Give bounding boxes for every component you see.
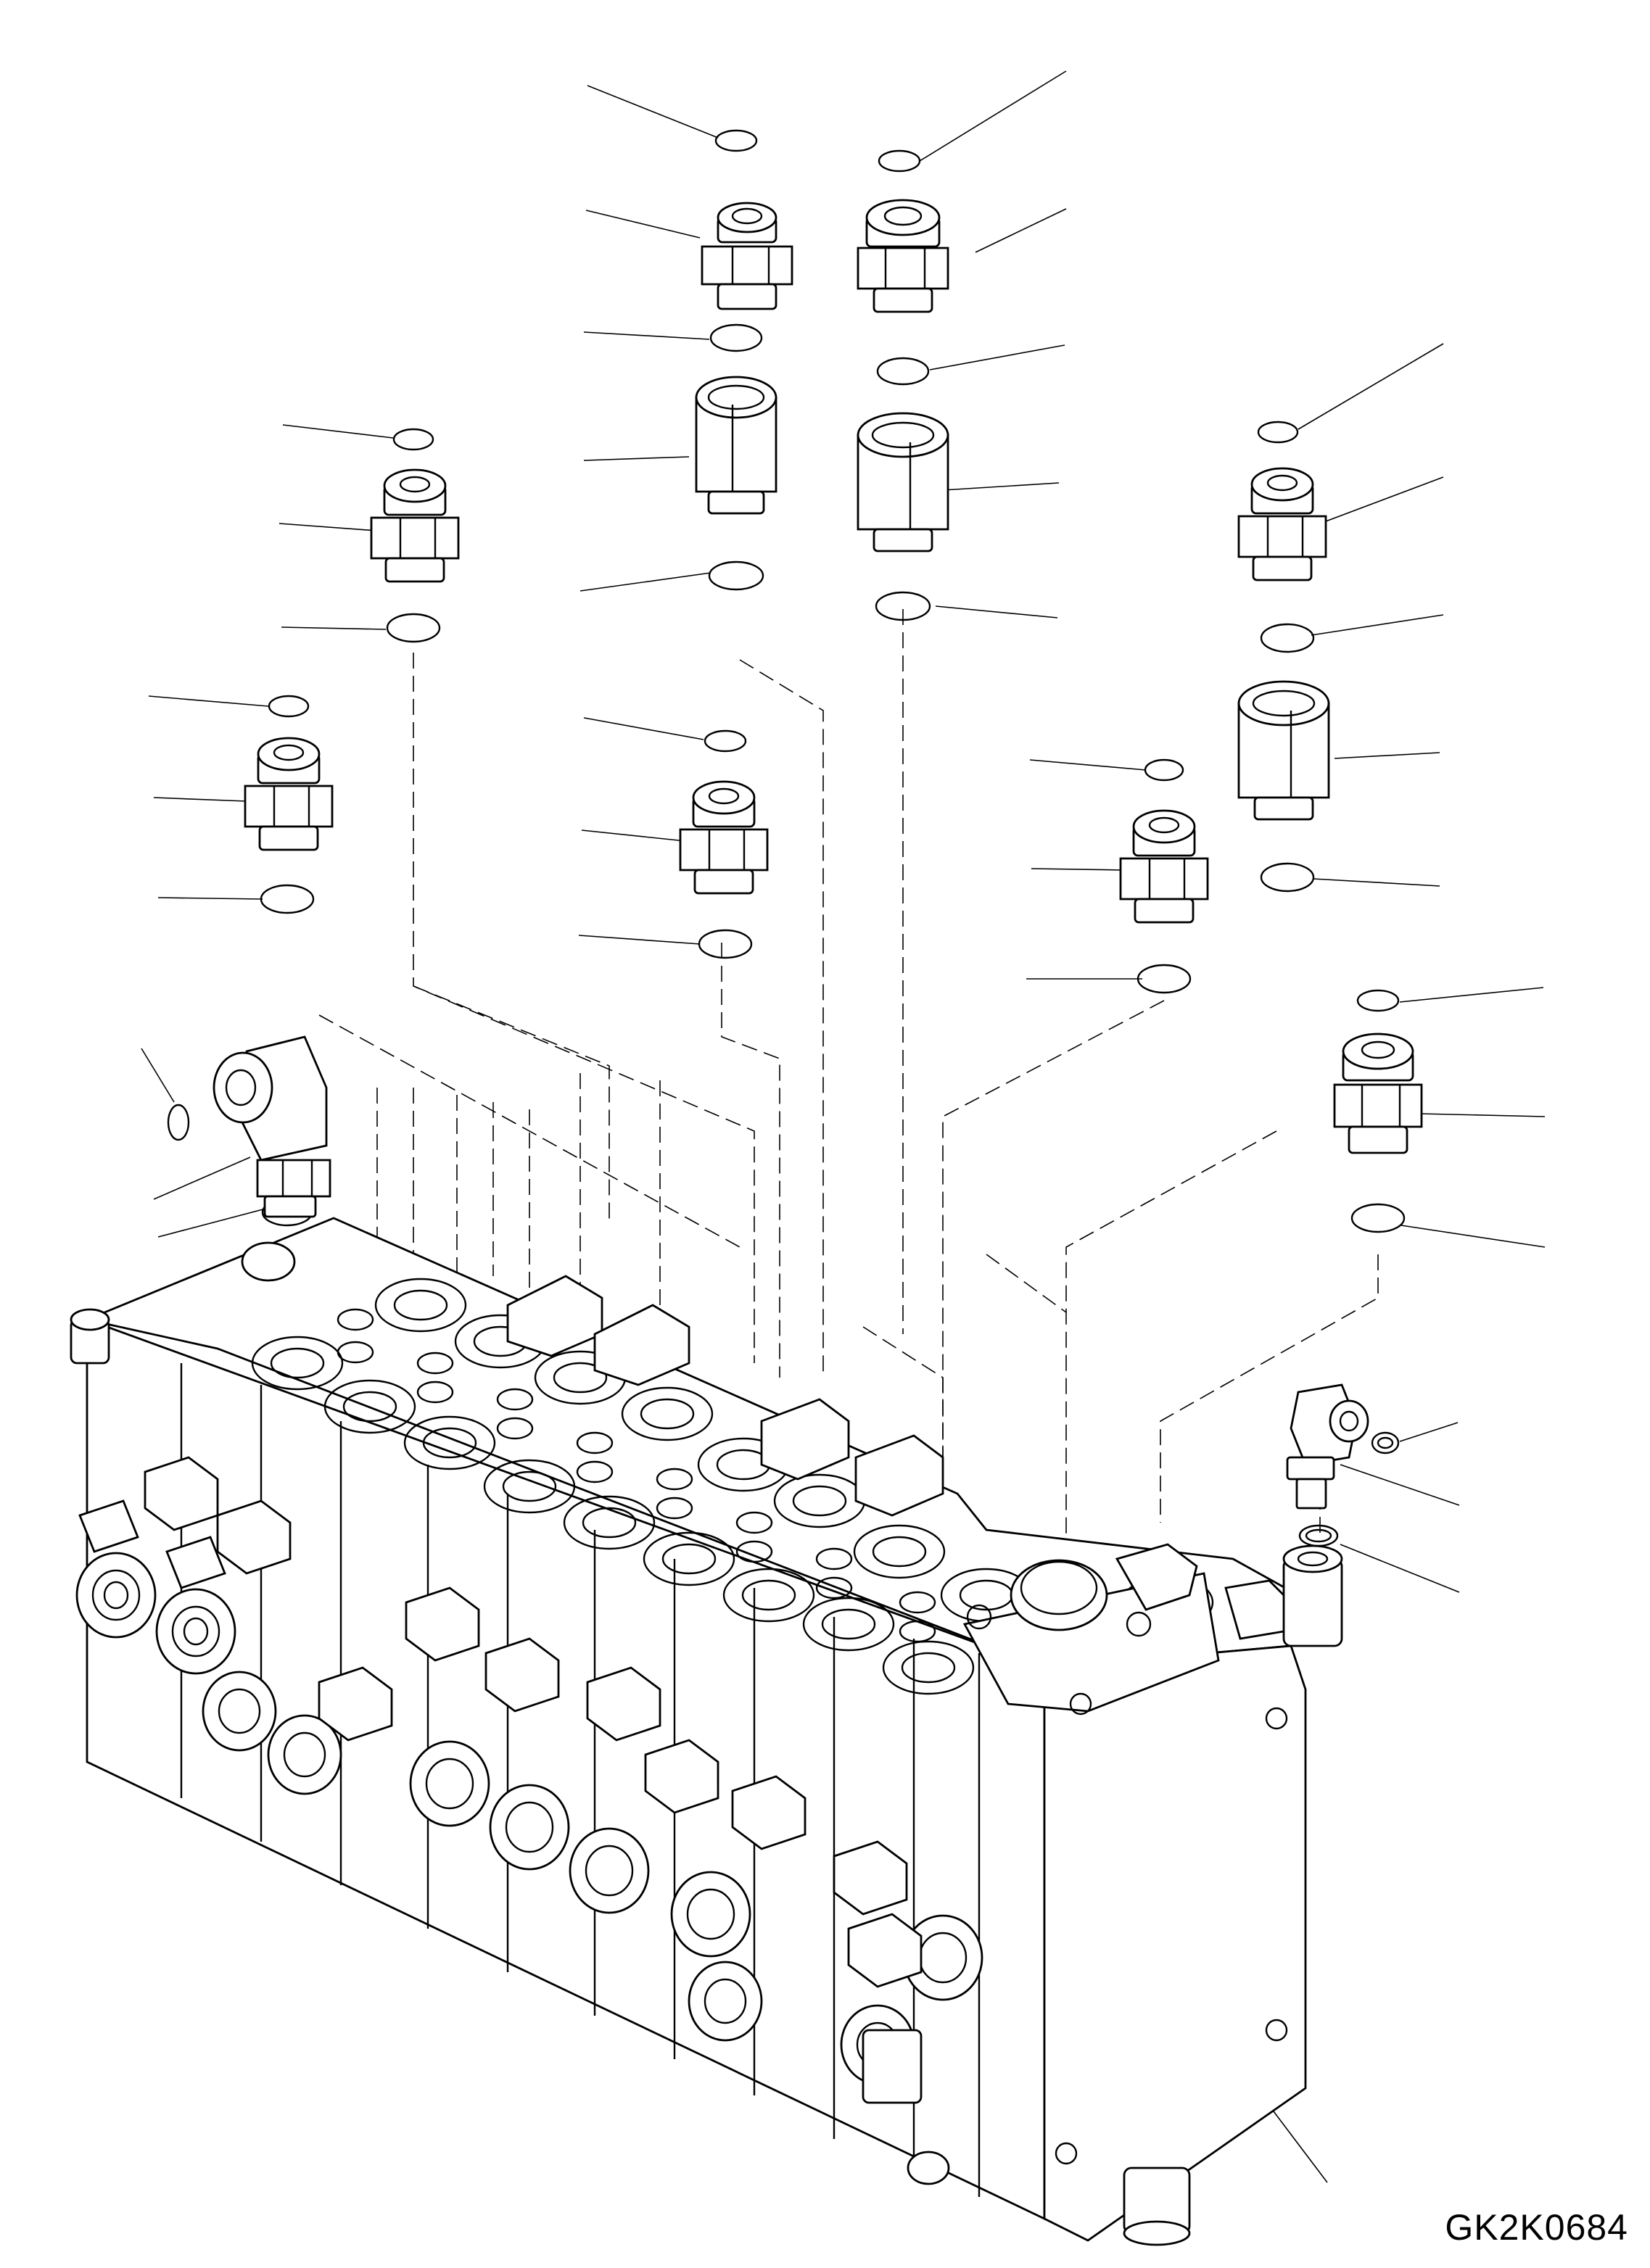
straight-fitting (370, 468, 460, 583)
side-fittings-left (70, 1308, 226, 1589)
elbow-fitting (1286, 1383, 1369, 1510)
o-ring (1137, 964, 1192, 994)
o-ring (1257, 421, 1299, 444)
o-ring (708, 560, 764, 591)
spool-cap (75, 1552, 157, 1639)
port (563, 1495, 656, 1550)
o-rings (167, 129, 1406, 1547)
port (374, 1278, 467, 1333)
control-valve-assembly (70, 1217, 1343, 2246)
port (323, 1379, 416, 1434)
spool-cap (569, 1827, 650, 1914)
port (251, 1336, 344, 1391)
o-ring (704, 729, 747, 753)
port (483, 1459, 576, 1514)
hex-adapter (695, 376, 777, 515)
spool-cap (409, 1740, 490, 1827)
spool-caps (75, 1552, 983, 2085)
valve-end-cap (1043, 1644, 1307, 2242)
straight-fittings (244, 199, 1423, 1154)
o-ring (876, 357, 930, 386)
o-ring (714, 129, 758, 152)
o-ring (878, 149, 921, 173)
port (853, 1524, 946, 1579)
hex-plugs (144, 1456, 923, 1988)
straight-fitting (701, 202, 793, 310)
hex-adapter (857, 412, 949, 552)
o-ring (1144, 758, 1184, 782)
straight-fitting (1237, 467, 1327, 582)
o-ring (1260, 623, 1315, 653)
bottom-port-fittings (862, 2029, 1191, 2246)
spool-cap (688, 1961, 763, 2042)
o-ring (167, 1104, 190, 1141)
side-fitting-right (1282, 1544, 1343, 1647)
spool-cap (489, 1784, 570, 1871)
spool-cap (267, 1714, 342, 1795)
o-ring (260, 884, 315, 914)
elbow-fittings (213, 1035, 1369, 1510)
o-ring (392, 428, 434, 451)
port (621, 1386, 714, 1441)
top-ports (251, 1278, 1214, 1695)
spool-cap (202, 1671, 277, 1752)
o-ring (1356, 989, 1400, 1012)
top-back-fittings (241, 1241, 1292, 1640)
port (882, 1640, 975, 1695)
end-cap-bolts (1055, 1692, 1288, 2165)
o-ring (1350, 1203, 1406, 1233)
straight-fitting (679, 780, 769, 895)
pilot-ports (337, 1308, 936, 1643)
port (403, 1415, 496, 1470)
elbow-fitting (213, 1035, 331, 1218)
straight-fitting (244, 737, 334, 851)
straight-fitting (857, 199, 949, 313)
leader-lines (141, 70, 1546, 2183)
port (643, 1531, 735, 1586)
straight-fitting (1119, 809, 1209, 924)
o-ring (875, 591, 931, 621)
figure-code: GK2K0684 (1445, 2207, 1628, 2248)
o-ring (1371, 1431, 1400, 1454)
hex-adapters (695, 376, 1330, 821)
o-ring (268, 695, 310, 718)
o-ring (698, 929, 753, 959)
o-ring (386, 613, 441, 643)
o-ring-inner (1305, 1528, 1332, 1543)
o-ring (1260, 862, 1315, 893)
hex-adapter (1237, 680, 1330, 821)
o-ring (709, 323, 763, 352)
spool-cap (155, 1588, 236, 1675)
relief-valve-cap (962, 1559, 1220, 1713)
port (802, 1597, 895, 1652)
spool-cap (670, 1871, 751, 1958)
straight-fitting (1333, 1032, 1423, 1154)
o-ring-inner (1377, 1436, 1394, 1449)
port (722, 1568, 815, 1623)
